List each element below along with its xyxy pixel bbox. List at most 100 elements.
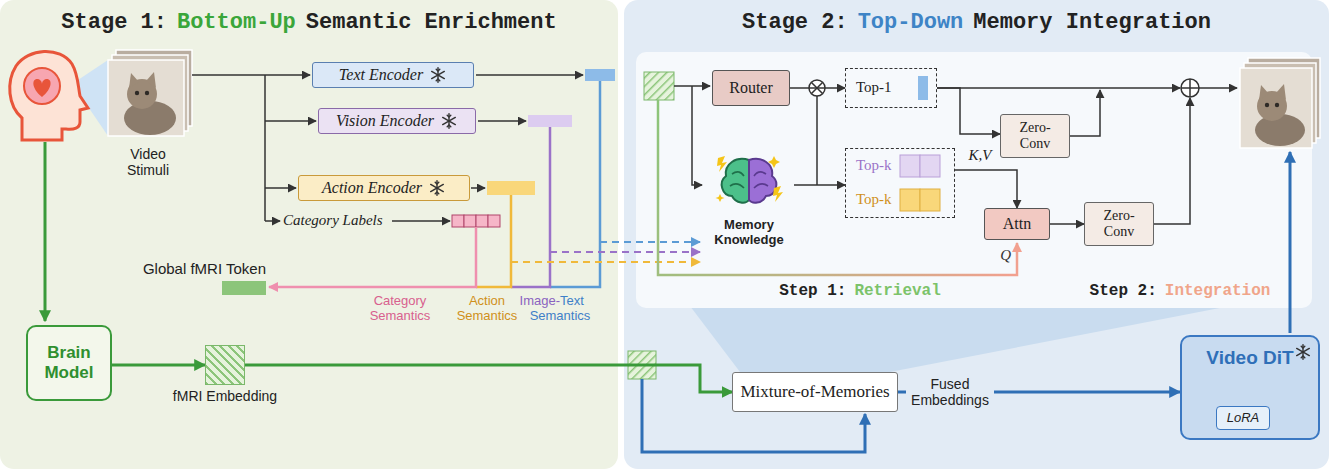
graphic-part	[1181, 79, 1199, 97]
graphic-part	[265, 187, 296, 189]
frozen-icon	[429, 66, 447, 84]
semantics-label: Semantics	[530, 308, 591, 323]
node-text: Vision Encoder	[336, 112, 434, 130]
memory-icon-shape	[716, 156, 784, 203]
vision-feature	[528, 115, 572, 127]
dashed-box: Top-1	[845, 68, 937, 108]
graphic-part	[33, 79, 50, 97]
graphic-part	[1070, 90, 1100, 136]
graphic-part	[471, 187, 485, 189]
graphic-part	[264, 75, 266, 221]
frozen-icon	[428, 179, 446, 197]
frozen-icon-shape	[432, 68, 445, 82]
step-label-part: Step 2:	[1090, 282, 1157, 300]
module-box: Mixture-of-Memories	[732, 372, 897, 412]
router-box: Router	[712, 70, 790, 106]
node-text: Top-1	[856, 79, 892, 96]
step-label-part: Retrieval	[854, 282, 940, 300]
graphic-part	[816, 96, 818, 185]
step-label: Step 2: Integration	[1090, 282, 1271, 300]
graphic-part	[192, 74, 310, 76]
node-text: Router	[729, 79, 773, 97]
node-text: Action Encoder	[322, 179, 422, 197]
graphic-part	[145, 91, 149, 95]
graphic-part	[24, 68, 60, 104]
edge-label: K,V	[969, 147, 992, 164]
token-bar: Global fMRI Token	[222, 281, 266, 295]
category-cells	[452, 215, 500, 227]
graphic-part	[146, 72, 156, 88]
input-label: Category Labels	[283, 212, 383, 229]
graphic-part	[464, 215, 476, 227]
token-label: Global fMRI Token	[143, 260, 266, 277]
graphic-part	[1181, 79, 1199, 97]
semantics-label: Image-	[520, 293, 560, 308]
step-label-part: Step 1:	[779, 282, 846, 300]
dit-box: Video DiTLoRA	[1180, 335, 1320, 440]
frozen-icon	[1294, 343, 1312, 361]
graphic-part	[550, 81, 600, 287]
graphic-part	[1259, 85, 1269, 100]
panel-title-part: Stage 2:	[742, 10, 848, 35]
frozen-icon-shape	[431, 181, 444, 195]
graphic-part	[900, 189, 920, 211]
encoder-box: Vision Encoder	[318, 108, 476, 134]
action-feature	[487, 181, 535, 195]
panel-title-part: Stage 1:	[61, 10, 167, 35]
query-label: Q	[1000, 247, 1011, 264]
memory-icon	[714, 150, 784, 210]
node-text: Text Encoder	[339, 66, 423, 84]
dashed-box: Top-kTop-k	[845, 148, 955, 218]
stage1-ground	[0, 0, 618, 469]
panel-title-part: Top-Down	[858, 10, 964, 35]
encoder-box: Action Encoder	[298, 175, 470, 201]
panel-title: Stage 2:Top-DownMemory Integration	[624, 10, 1329, 35]
panel-title-part: Bottom-Up	[177, 10, 296, 35]
connector	[790, 87, 845, 89]
graphic-part	[10, 51, 88, 140]
video-frames	[108, 50, 192, 136]
graphic-part	[1199, 87, 1237, 89]
text-feature	[585, 69, 615, 81]
fmri-embedding-copy	[644, 72, 674, 100]
graphic-part	[937, 87, 1180, 89]
connector	[794, 184, 845, 186]
step-label: Step 1: Retrieval	[779, 282, 941, 300]
graphic-part	[129, 73, 139, 88]
connector	[937, 88, 1000, 134]
stage-panel: Stage 1:Bottom-UpSemantic EnrichmentText…	[0, 0, 618, 469]
graphic-part	[476, 195, 511, 287]
stimulus-label: Video Stimuli	[117, 146, 179, 178]
stage2-ground	[624, 0, 1329, 469]
graphic-part	[476, 74, 583, 76]
node-text: LoRA	[1227, 411, 1260, 426]
graphic-part	[1275, 103, 1279, 107]
graphic-part	[1240, 68, 1312, 148]
attention-box: Attn	[984, 208, 1050, 240]
semantics-label: Text	[560, 293, 584, 308]
step-label-part: Integration	[1165, 282, 1271, 300]
semantic-lines	[269, 81, 600, 287]
connector	[1050, 223, 1084, 225]
node-text: Zero-Conv	[1010, 120, 1060, 152]
edge-label: Fused Embeddings	[906, 375, 994, 409]
semantics-label: Semantics	[457, 308, 518, 323]
memory-panel: Step 1: Retrieval Step 2: Integration Router…	[636, 52, 1312, 308]
memory-icon-node: Memory Knowledge	[704, 150, 794, 265]
frozen-icon-shape	[443, 114, 456, 128]
encoder-box: Text Encoder	[312, 62, 474, 88]
brain-arrow	[44, 142, 47, 321]
graphic-part	[920, 189, 940, 211]
topk-label: Top-k	[856, 157, 892, 174]
topk-label: Top-k	[856, 191, 892, 208]
graphic-part	[920, 155, 940, 177]
graphic-part	[108, 60, 184, 136]
model-box: Brain Model	[26, 325, 112, 401]
semantics-label: Action	[469, 293, 505, 308]
connector	[955, 170, 1017, 208]
embedding-square: fMRI Embedding	[205, 345, 245, 385]
panel-title: Stage 1:Bottom-UpSemantic Enrichment	[0, 10, 618, 35]
graphic-part	[478, 120, 526, 122]
stimulus-branches	[192, 75, 583, 221]
